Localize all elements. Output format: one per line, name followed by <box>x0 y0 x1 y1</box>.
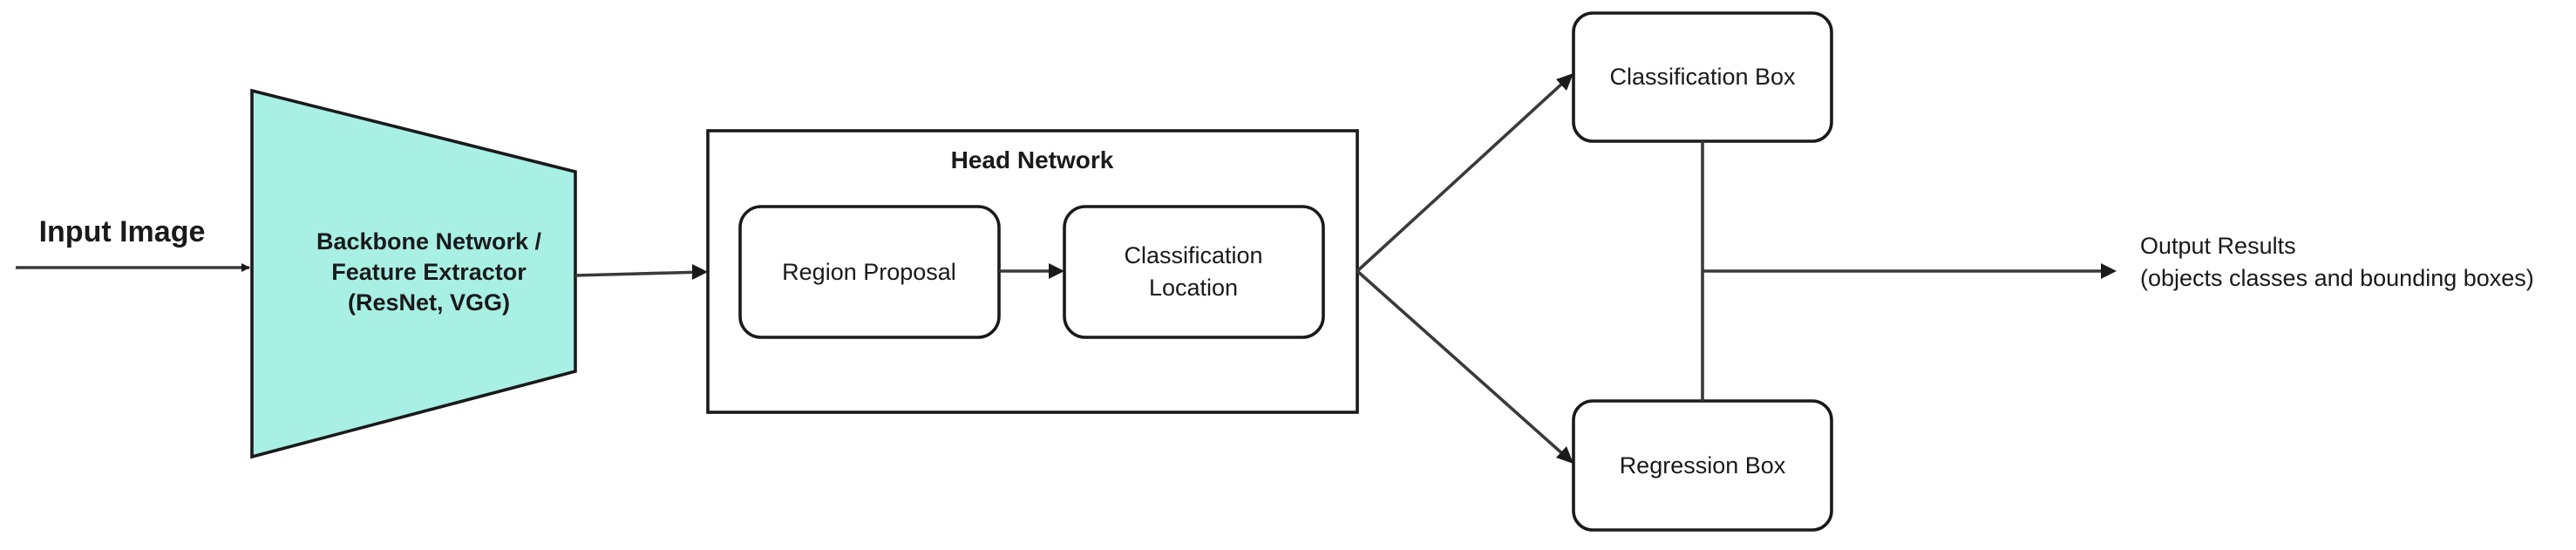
backbone-to-head-arrow <box>574 270 705 277</box>
backbone-trapezoid <box>250 88 577 459</box>
head-to-regression-box-arrowhead <box>1556 446 1573 464</box>
region-proposal-label: Region Proposal <box>782 259 956 285</box>
head-to-classification-box-arrowhead <box>1556 73 1573 91</box>
classification-location-line2: Location <box>1149 275 1238 301</box>
backbone-to-head-arrowhead <box>692 264 708 280</box>
classification-location-box <box>1063 205 1325 339</box>
output-arrowhead <box>2101 263 2117 279</box>
head-network-title: Head Network <box>951 146 1114 173</box>
backbone-label-line2: Feature Extractor <box>331 259 527 285</box>
head-to-regression-box-arrow <box>1356 269 1566 457</box>
proposal-to-classification-arrowhead <box>1049 263 1064 279</box>
input-image-label: Input Image <box>39 215 206 248</box>
backbone-label-line3: (ResNet, VGG) <box>348 289 510 316</box>
classification-location-line1: Classification <box>1124 242 1262 268</box>
regression-box-label: Regression Box <box>1620 452 1786 479</box>
head-to-classification-box-arrow <box>1356 80 1566 273</box>
output-label-line2: (objects classes and bounding boxes) <box>2140 265 2534 291</box>
backbone-label-line1: Backbone Network / <box>316 228 542 255</box>
classification-box-label: Classification Box <box>1609 64 1796 90</box>
output-label-line1: Output Results <box>2140 233 2296 259</box>
